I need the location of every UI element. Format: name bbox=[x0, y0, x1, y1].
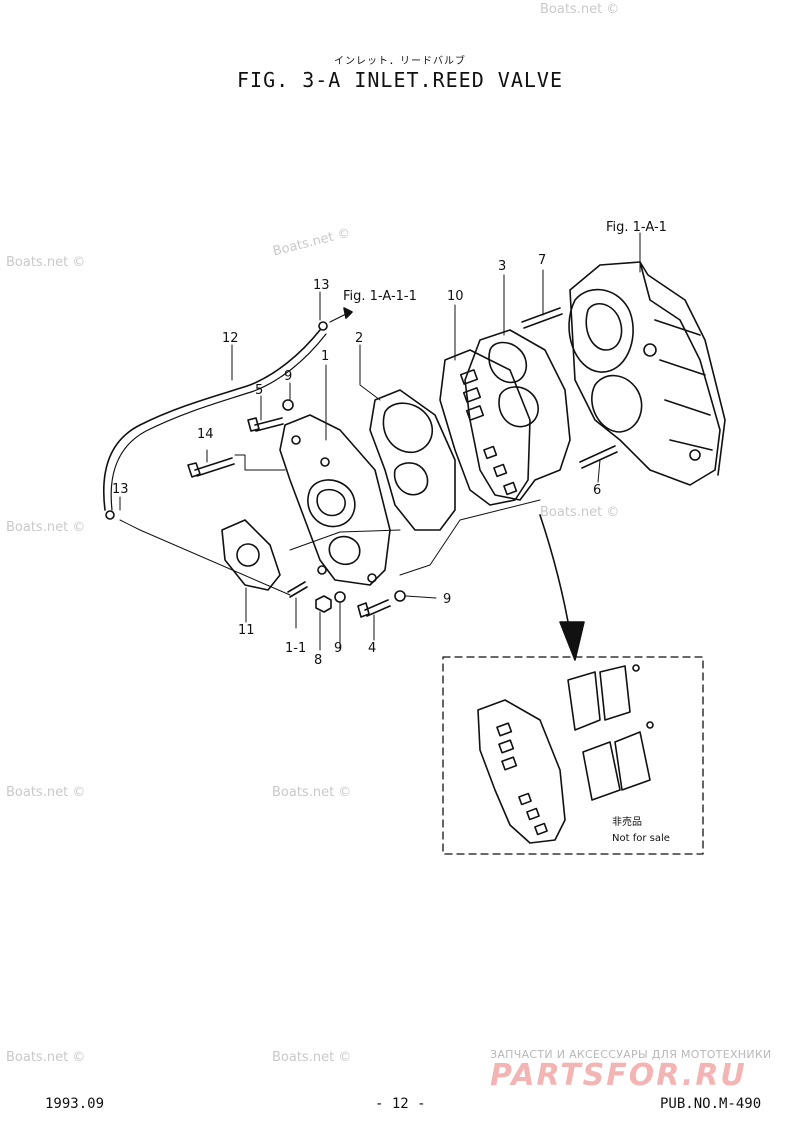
watermark: Boats.net © bbox=[272, 785, 352, 800]
bolt-part bbox=[357, 599, 391, 618]
inset-reed-petals bbox=[567, 664, 654, 801]
callout: 8 bbox=[314, 653, 322, 668]
callout: 2 bbox=[355, 331, 363, 346]
callout: 6 bbox=[593, 483, 601, 498]
crankcase-part bbox=[568, 261, 726, 486]
gasket-part bbox=[369, 389, 456, 531]
watermark: Boats.net © bbox=[6, 1050, 86, 1065]
inset-note-en: Not for sale bbox=[612, 833, 670, 844]
watermark: Boats.net © bbox=[6, 520, 86, 535]
callout: 9 bbox=[284, 369, 292, 384]
watermark: Boats.net © bbox=[540, 2, 620, 17]
watermark: Boats.net © bbox=[6, 785, 86, 800]
callout: 3 bbox=[498, 259, 506, 274]
bolt-part bbox=[187, 457, 235, 478]
leader-lines bbox=[119, 232, 641, 651]
callout: 13 bbox=[112, 482, 129, 497]
callout: 4 bbox=[368, 641, 376, 656]
washer-part bbox=[394, 590, 406, 602]
watermark: Boats.net © bbox=[540, 505, 620, 520]
washer-part bbox=[282, 399, 294, 411]
stud-bolt-part bbox=[579, 445, 618, 469]
washer-part bbox=[334, 591, 346, 603]
callout: 11 bbox=[238, 623, 255, 638]
footer-page-number: - 12 - bbox=[375, 1096, 426, 1112]
footer-date: 1993.09 bbox=[45, 1096, 105, 1112]
detail-inset-frame bbox=[442, 656, 704, 855]
callout: 13 bbox=[313, 278, 330, 293]
detail-arrow bbox=[559, 621, 585, 661]
callout: 5 bbox=[255, 383, 263, 398]
inlet-manifold-part bbox=[279, 414, 391, 586]
fitting-part bbox=[287, 581, 308, 598]
callout: 9 bbox=[334, 641, 342, 656]
nut-part bbox=[315, 595, 332, 613]
callout: 1-1 bbox=[285, 641, 306, 656]
inset-note-jp: 非売品 bbox=[612, 815, 642, 828]
clip-part bbox=[105, 510, 115, 520]
figure-reference: Fig. 1-A-1 bbox=[606, 220, 667, 235]
footer-publication-number: PUB.NO.M-490 bbox=[660, 1096, 762, 1112]
stud-bolt-part bbox=[521, 307, 563, 329]
hose-part bbox=[102, 329, 321, 511]
callout: 1 bbox=[321, 349, 329, 364]
callout: 14 bbox=[197, 427, 214, 442]
clip-part bbox=[318, 321, 328, 331]
callout: 12 bbox=[222, 331, 239, 346]
callout-labels: 1 1-1 2 3 4 5 6 7 8 9 9 9 10 11 12 13 13… bbox=[112, 253, 601, 668]
figure-reference: Fig. 1-A-1-1 bbox=[343, 289, 417, 304]
figure-subtitle-jp: インレット．リードバルブ bbox=[334, 56, 466, 67]
watermark: Boats.net © bbox=[272, 1050, 352, 1065]
figure-title: FIG. 3-A INLET.REED VALVE bbox=[236, 68, 564, 92]
reed-valve-plate-part bbox=[439, 349, 531, 506]
brand-logo: PARTSFOR.RU bbox=[490, 1058, 747, 1093]
brand-tagline: ЗАПЧАСТИ И АКСЕССУАРЫ ДЛЯ МОТОТЕХНИКИ bbox=[490, 1048, 772, 1061]
callout: 7 bbox=[538, 253, 546, 268]
bolt-part bbox=[247, 417, 284, 432]
callout: 9 bbox=[443, 592, 451, 607]
watermark: Boats.net © bbox=[6, 255, 86, 270]
callout: 10 bbox=[447, 289, 464, 304]
inset-reed-plate bbox=[477, 699, 566, 844]
flange-gasket-part bbox=[221, 519, 281, 591]
